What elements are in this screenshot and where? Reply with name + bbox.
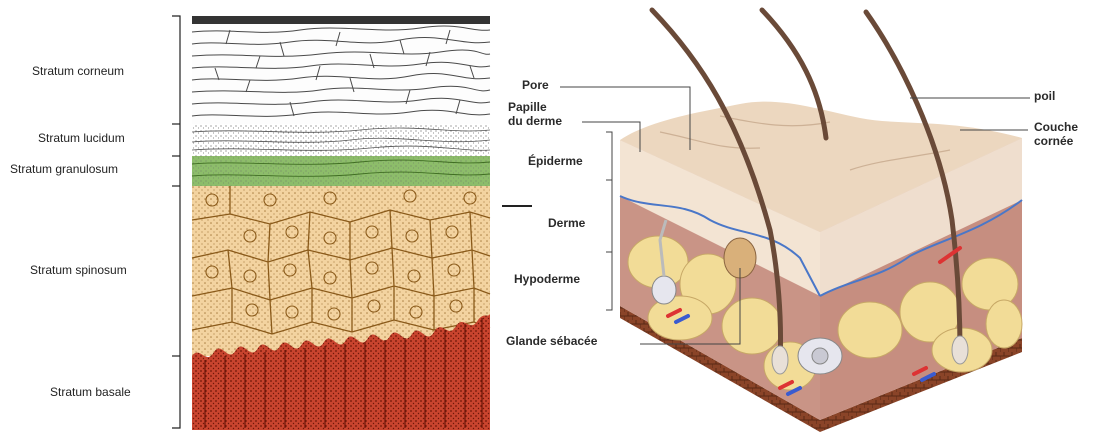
layer-lucidum xyxy=(192,124,490,156)
label-stratum-lucidum: Stratum lucidum xyxy=(38,131,125,145)
right-skin-block xyxy=(560,10,1030,432)
label-stratum-basale: Stratum basale xyxy=(50,385,131,399)
label-couche-line1: Couche xyxy=(1034,120,1078,134)
label-derme: Derme xyxy=(548,216,585,230)
layer-granulosum xyxy=(192,156,490,186)
label-couche-line2: cornée xyxy=(1034,134,1073,148)
label-hypoderme: Hypoderme xyxy=(514,272,580,286)
label-papille-line1: Papille xyxy=(508,100,547,114)
label-glande-sebacee: Glande sébacée xyxy=(506,334,597,348)
layer-corneum xyxy=(192,16,490,124)
left-epidermis-drawing xyxy=(172,16,532,430)
layer-bracket xyxy=(172,16,180,428)
label-pore: Pore xyxy=(522,78,549,92)
label-stratum-granulosum: Stratum granulosum xyxy=(10,162,118,176)
label-stratum-corneum: Stratum corneum xyxy=(32,64,124,78)
label-stratum-spinosum: Stratum spinosum xyxy=(30,263,127,277)
label-papille-line2: du derme xyxy=(508,114,562,128)
label-epiderme: Épiderme xyxy=(528,154,583,168)
label-poil: poil xyxy=(1034,89,1055,103)
